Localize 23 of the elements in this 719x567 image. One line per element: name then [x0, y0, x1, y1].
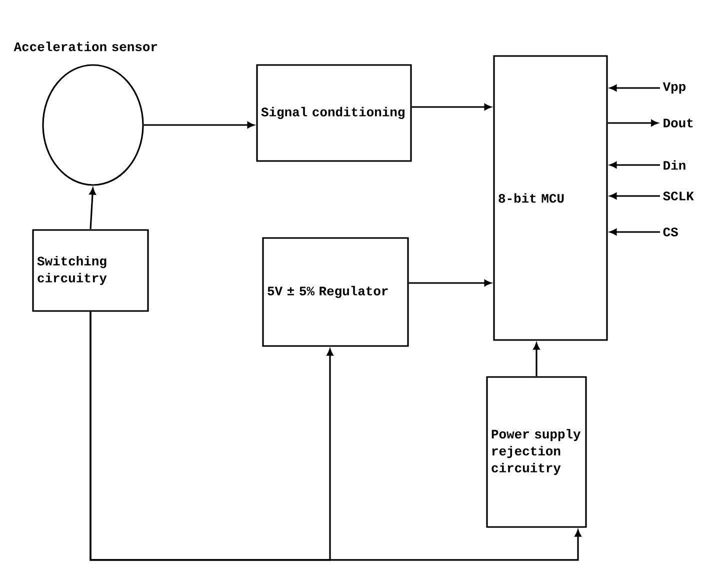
- pin-label: Vpp: [662, 82, 686, 94]
- block-box: Power supply rejection circuitry: [486, 376, 587, 528]
- arrow: [408, 280, 492, 286]
- arrow: [90, 312, 582, 561]
- arrow: [610, 228, 660, 236]
- arrow: [89, 188, 96, 230]
- block-box: Switching circuitry: [32, 229, 149, 312]
- pin-label: Dout: [664, 118, 693, 128]
- block-box: Signal conditioning: [256, 64, 412, 162]
- pin-label: SCLK: [663, 192, 694, 200]
- arrow: [608, 120, 658, 126]
- pin-label: CS: [663, 228, 678, 236]
- arrow: [610, 192, 660, 200]
- block-box: 8-bit MCU: [493, 55, 608, 341]
- sensor-circle: [42, 64, 144, 186]
- arrow: [412, 104, 492, 110]
- sensor-label: Acceleration sensor: [14, 42, 158, 52]
- arrow: [610, 162, 660, 168]
- block-box: 5V ± 5% Regulator: [262, 237, 409, 347]
- arrow: [144, 122, 254, 128]
- arrow: [610, 84, 660, 92]
- arrow: [533, 342, 540, 376]
- pin-label: Din: [664, 160, 686, 170]
